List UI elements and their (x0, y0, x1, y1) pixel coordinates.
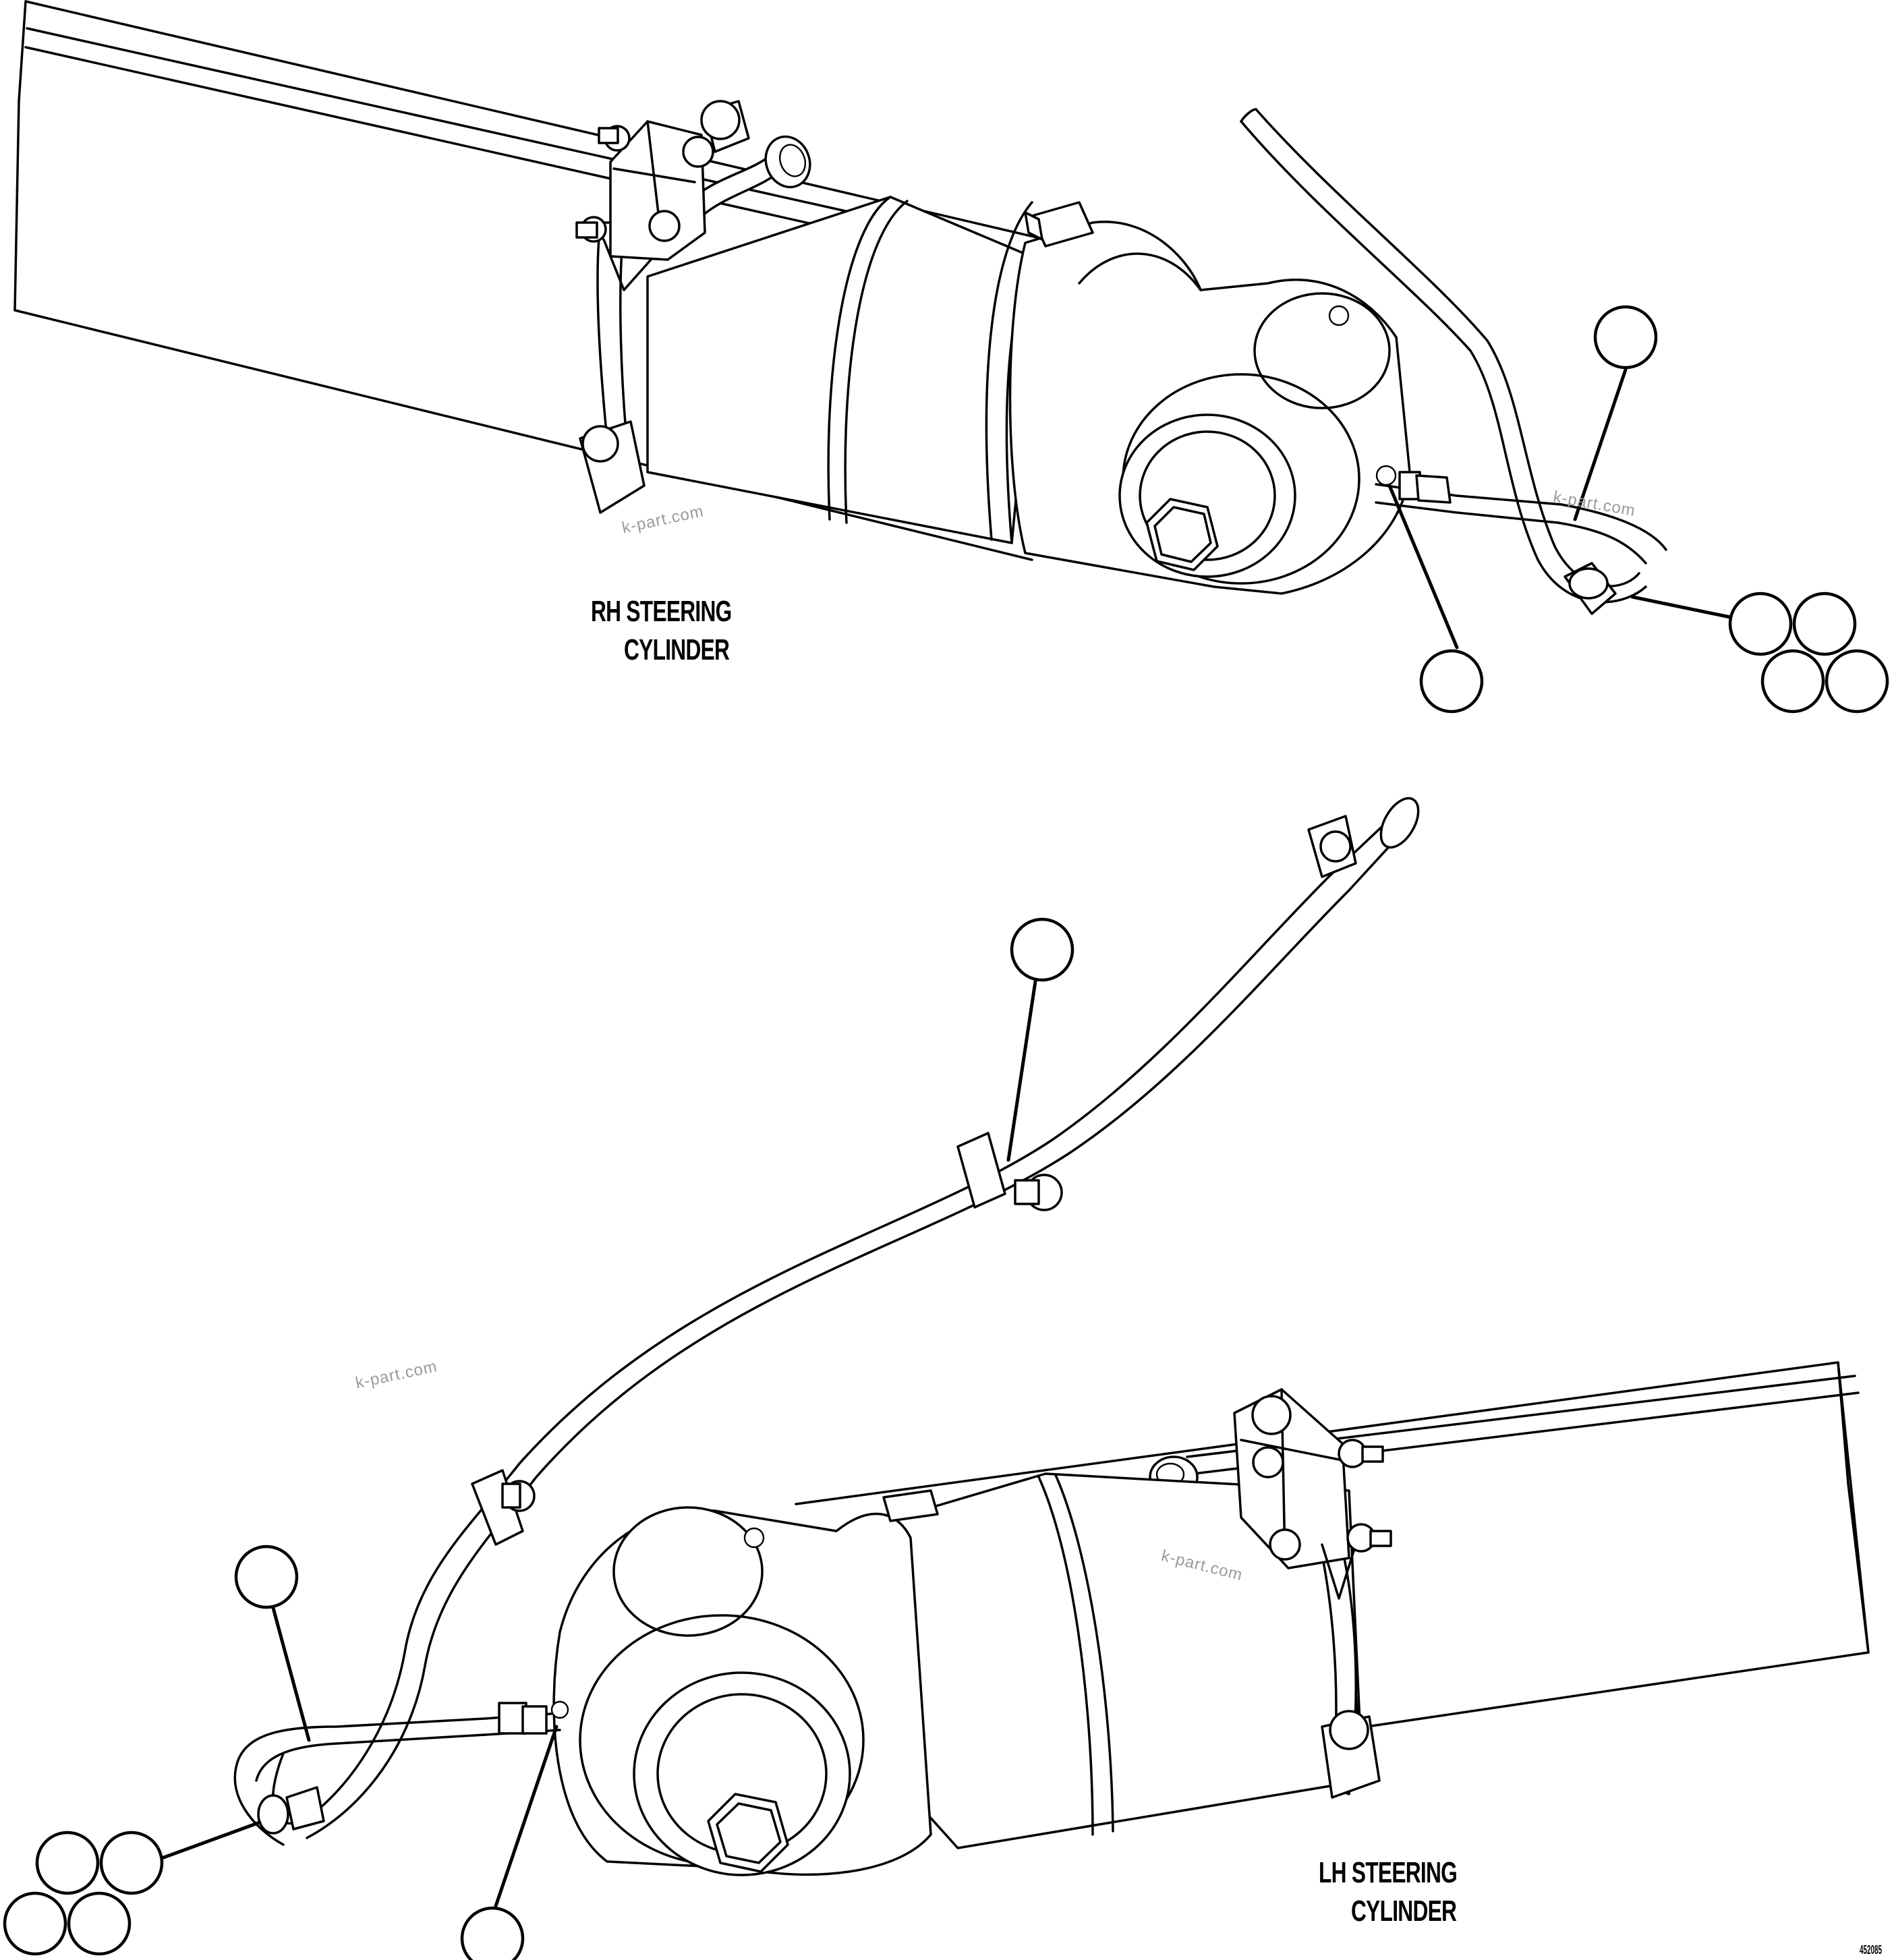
rh-title-line2: CYLINDER (624, 633, 730, 666)
rh-cylinder-barrel (646, 196, 1054, 544)
rh-lube-line (1240, 108, 1667, 615)
rh-title-line1: RH STEERING (591, 595, 732, 628)
lh-lube-line (233, 797, 1420, 1846)
lh-callouts (3, 917, 1074, 1960)
lh-rod-end (552, 1489, 939, 1876)
rh-steering-assembly (13, 0, 1889, 714)
lh-line-clamps (471, 815, 1357, 1546)
rh-hose-elbow (687, 135, 811, 221)
rh-hydraulic-tube (24, 27, 898, 243)
drawing-code: 452085 (1860, 1943, 1883, 1957)
lh-title-line2: CYLINDER (1351, 1895, 1457, 1928)
rh-frame-member (13, 0, 1148, 561)
lh-title-line1: LH STEERING (1319, 1856, 1458, 1889)
lh-steering-assembly (3, 797, 1870, 1960)
rh-rod-end (1008, 221, 1411, 595)
lh-frame-clamp (1233, 1388, 1392, 1799)
rh-frame-clamp (575, 100, 1094, 514)
rh-callouts (1387, 305, 1889, 714)
